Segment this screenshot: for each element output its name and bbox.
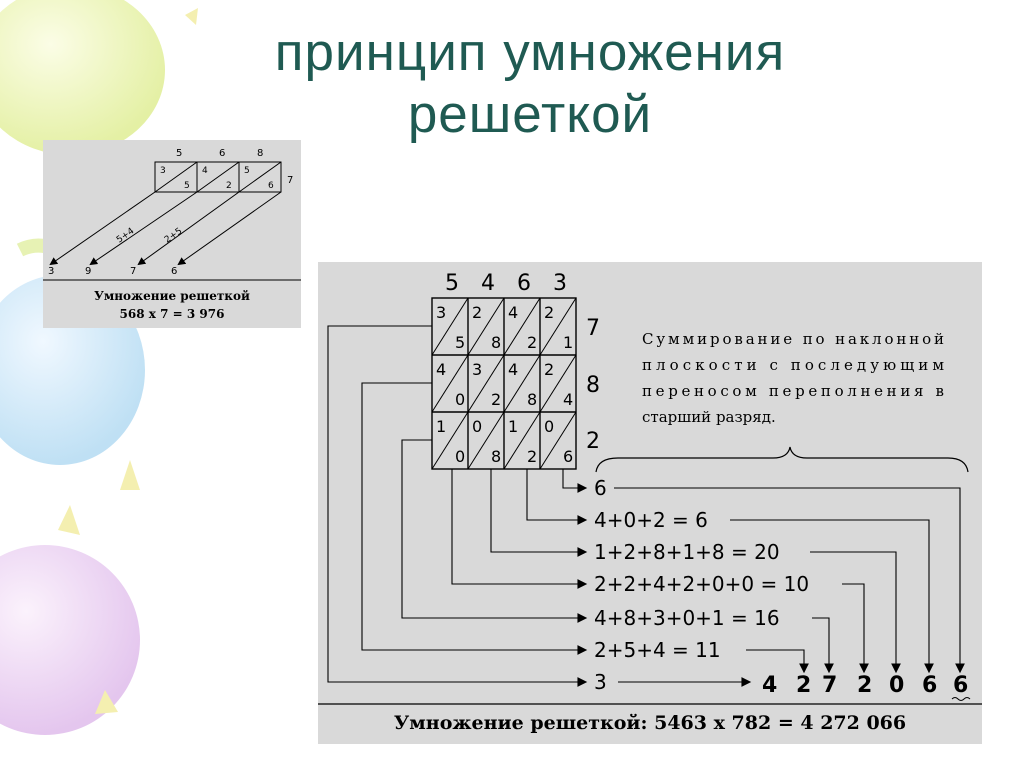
title-line-1: принцип умножения	[274, 23, 786, 82]
grid-cell-tens: 0	[544, 417, 554, 436]
grid-cell-ones: 8	[491, 333, 501, 352]
grid-cell-tens: 4	[508, 303, 518, 322]
note-line: плоскости с последующим	[642, 356, 944, 374]
grid-cell-ones: 6	[563, 447, 573, 466]
connector-lines	[327, 325, 588, 687]
large-caption: Умножение решеткой: 5463 x 782 = 4 272 0…	[394, 712, 906, 734]
small-cell-tens: 4	[202, 166, 208, 176]
grid-cell-ones: 5	[455, 333, 465, 352]
purple-balloon	[0, 545, 140, 735]
small-multiplier: 7	[287, 175, 293, 186]
grid-cell-tens: 2	[472, 303, 482, 322]
grid-cell-ones: 2	[527, 447, 537, 466]
small-top-digit: 6	[219, 148, 225, 159]
small-cell-ones: 5	[184, 181, 190, 191]
large-grid	[431, 297, 577, 470]
result-digits: 4 2 7 2 0 6 6	[762, 673, 968, 698]
grid-cell-tens: 4	[436, 360, 446, 379]
large-top-digit: 5	[445, 271, 459, 296]
small-top-digit: 8	[257, 148, 263, 159]
slide-title: принцип умножения решеткой	[150, 22, 910, 146]
large-top-digit: 3	[553, 271, 567, 296]
sum-line: 3	[594, 670, 607, 694]
small-cell-tens: 3	[160, 166, 166, 176]
large-top-digit: 6	[517, 271, 531, 296]
sum-line: 6	[594, 476, 607, 500]
grid-cell-tens: 1	[436, 417, 446, 436]
result-digit: 0	[889, 673, 904, 698]
large-top-digit: 4	[481, 271, 495, 296]
note-line: переносом переполнения в	[642, 382, 944, 400]
diagonal-sums: 6 4+0+2 = 6 1+2+8+1+8 = 20 2+2+4+2+0+0 =…	[594, 476, 809, 694]
grid-cell-ones: 8	[491, 447, 501, 466]
grid-cell-ones: 4	[563, 390, 573, 409]
result-routing-lines	[614, 487, 965, 687]
large-grid-diagonals	[431, 297, 577, 470]
small-diagonal-sum: 2+5	[163, 226, 184, 245]
small-grid	[154, 161, 282, 193]
small-result-digit: 9	[85, 266, 91, 277]
grid-cell-ones: 0	[455, 390, 465, 409]
small-cell-ones: 2	[226, 181, 232, 191]
small-lattice-diagram: 5 6 8 7 3 5 4 2 5 6 5+4 2+5 3 9 7	[43, 148, 301, 321]
confetti-triangle	[120, 460, 140, 490]
grid-cell-tens: 0	[472, 417, 482, 436]
grid-cell-ones: 1	[563, 333, 573, 352]
summation-note: Суммирование по наклонной плоскости с по…	[642, 330, 944, 426]
grid-cell-tens: 3	[472, 360, 482, 379]
result-digit: 4	[762, 673, 777, 698]
note-line: старший разряд.	[642, 408, 776, 426]
grid-cell-ones: 2	[527, 333, 537, 352]
sum-line: 2+5+4 = 11	[594, 638, 721, 662]
large-side-digit: 7	[586, 316, 600, 341]
title-line-2: решеткой	[407, 85, 653, 144]
grid-cell-tens: 2	[544, 360, 554, 379]
sum-line: 4+0+2 = 6	[594, 508, 708, 532]
large-side-digit: 8	[586, 373, 600, 398]
sum-line: 2+2+4+2+0+0 = 10	[594, 572, 809, 596]
result-digit: 6	[922, 673, 937, 698]
curly-brace	[595, 446, 969, 473]
large-side-digit: 2	[586, 429, 600, 454]
small-caption-line-2: 568 x 7 = 3 976	[120, 307, 225, 321]
sum-line: 1+2+8+1+8 = 20	[594, 540, 780, 564]
small-result-digit: 7	[130, 266, 136, 277]
note-line: Суммирование по наклонной	[642, 330, 944, 348]
wave-mark	[951, 697, 971, 701]
sum-line: 4+8+3+0+1 = 16	[594, 606, 780, 630]
small-diagonal-sum: 5+4	[115, 226, 137, 245]
result-digit: 2	[857, 673, 872, 698]
small-top-digit: 5	[176, 148, 182, 159]
grid-cell-ones: 2	[491, 390, 501, 409]
result-digit: 7	[822, 673, 837, 698]
grid-cell-tens: 4	[508, 360, 518, 379]
large-lattice-diagram: 5 4 6 3 7 8 2 3 5 2 8 4 2 2 1 4 0	[318, 271, 982, 734]
small-result-digit: 6	[171, 266, 177, 277]
small-lattice-panel: 5 6 8 7 3 5 4 2 5 6 5+4 2+5 3 9 7	[43, 140, 301, 328]
grid-cell-tens: 1	[508, 417, 518, 436]
yellow-balloon	[0, 0, 165, 155]
small-caption-line-1: Умножение решеткой	[94, 289, 250, 303]
large-lattice-panel: 5 4 6 3 7 8 2 3 5 2 8 4 2 2 1 4 0	[318, 262, 982, 744]
small-cell-ones: 6	[268, 181, 274, 191]
grid-cell-ones: 0	[455, 447, 465, 466]
grid-cell-tens: 2	[544, 303, 554, 322]
small-diagonal-arrows	[49, 191, 282, 266]
grid-cell-tens: 3	[436, 303, 446, 322]
small-result-digit: 3	[48, 266, 54, 277]
grid-cell-ones: 8	[527, 390, 537, 409]
result-digit: 2	[796, 673, 811, 698]
result-digit: 6	[953, 673, 968, 698]
small-cell-tens: 5	[244, 166, 250, 176]
